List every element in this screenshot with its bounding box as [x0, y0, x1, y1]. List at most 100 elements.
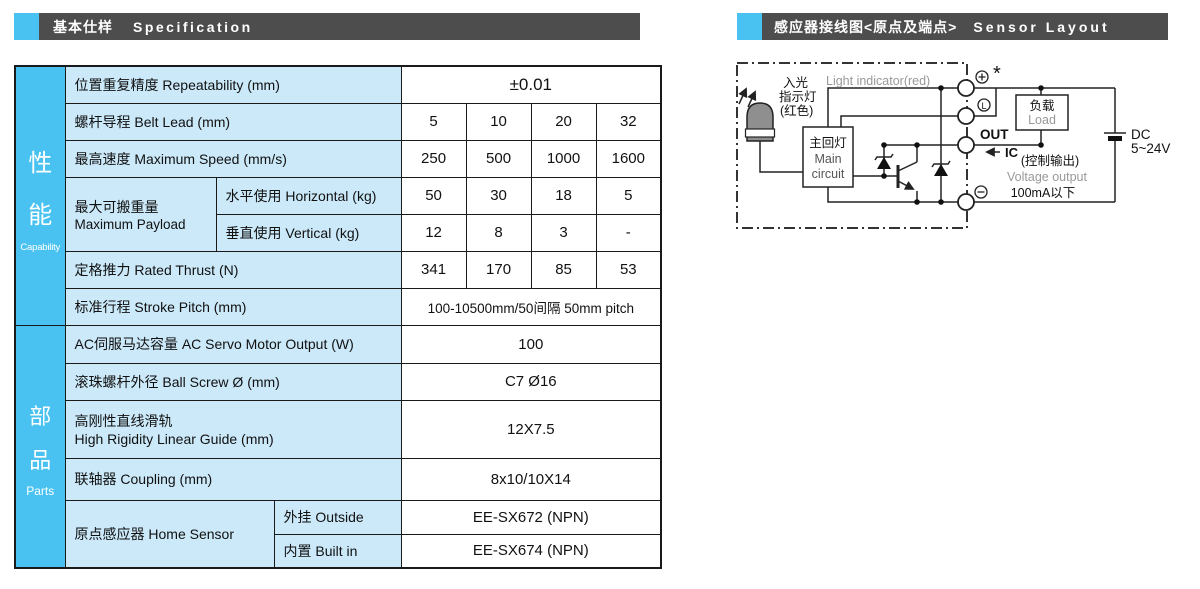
control-output-limit: 100mA以下 [1011, 186, 1076, 200]
value-payload-h-0: 50 [400, 176, 467, 215]
header-right-en: Sensor Layout [973, 18, 1110, 35]
accent-square-right [737, 13, 762, 40]
row-payload-horizontal: 最大可搬重量 Maximum Payload 水平使用 Horizontal (… [15, 176, 662, 252]
row-payload-vertical: 垂直使用 Vertical (kg) 12 8 3 - [15, 213, 662, 252]
light-indicator-zh-3: (红色) [780, 103, 813, 118]
row-linear-guide: 高刚性直线滑轨 High Rigidity Linear Guide (mm) … [15, 399, 662, 459]
label-linear-guide-zh: 高刚性直线滑轨 [74, 413, 173, 429]
row-stroke: 标准行程 Stroke Pitch (mm) 100-10500mm/50间隔 … [15, 287, 662, 326]
light-indicator-zh-1: 入光 [783, 76, 808, 90]
capability-zh-2: 能 [28, 202, 53, 230]
main-circuit-en2: circuit [812, 167, 845, 181]
label-rated-thrust: 定格推力 Rated Thrust (N) [64, 250, 402, 289]
spec-table: 性 能 Capability 位置重复精度 Repeatability (mm)… [14, 65, 663, 569]
value-max-speed-3: 1600 [595, 139, 662, 178]
control-output-en: Voltage output [1007, 170, 1087, 184]
label-sensor-builtin: 内置 Built in [273, 533, 402, 569]
parts-zh-2: 品 [29, 447, 52, 473]
header-right-zh: 感应器接线图<原点及端点> [774, 18, 958, 35]
ic-label: IC [1005, 145, 1019, 160]
capability-en: Capability [20, 242, 61, 254]
value-thrust-0: 341 [400, 250, 467, 289]
label-coupling: 联轴器 Coupling (mm) [64, 457, 402, 501]
row-sensor-builtin: 内置 Built in EE-SX674 (NPN) [15, 533, 662, 569]
load-box: 负载 Load [1015, 94, 1069, 131]
terminals [957, 79, 975, 211]
label-repeatability: 位置重复精度 Repeatability (mm) [64, 65, 402, 104]
value-coupling: 8x10/10X14 [400, 457, 662, 501]
label-linear-guide: 高刚性直线滑轨 High Rigidity Linear Guide (mm) [64, 399, 402, 459]
label-home-sensor: 原点感应器 Home Sensor [64, 499, 275, 569]
header-left-en: Specification [133, 18, 253, 35]
label-linear-guide-en: High Rigidity Linear Guide (mm) [74, 431, 274, 447]
value-belt-lead-1: 10 [465, 102, 532, 141]
light-indicator-zh-2: 指示灯 [779, 89, 817, 104]
light-indicator-en: Light indicator(red) [826, 74, 930, 88]
value-sensor-builtin: EE-SX674 (NPN) [400, 533, 662, 569]
main-circuit-box: 主回灯 Main circuit [802, 126, 854, 188]
label-ball-screw: 滚珠螺杆外径 Ball Screw Ø (mm) [64, 362, 402, 401]
value-payload-v-3: - [595, 213, 662, 252]
load-en: Load [1028, 113, 1056, 127]
value-max-speed-1: 500 [465, 139, 532, 178]
row-coupling: 联轴器 Coupling (mm) 8x10/10X14 [15, 457, 662, 501]
led-icon [744, 102, 776, 142]
value-belt-lead-0: 5 [400, 102, 467, 141]
out-label: OUT [980, 127, 1009, 142]
label-servo: AC伺服马达容量 AC Servo Motor Output (W) [64, 324, 402, 364]
value-linear-guide: 12X7.5 [400, 399, 662, 459]
asterisk-mark: * [993, 63, 1001, 85]
label-sensor-outside: 外挂 Outside [273, 499, 402, 535]
main-circuit-en1: Main [814, 152, 841, 166]
label-stroke: 标准行程 Stroke Pitch (mm) [64, 287, 402, 326]
row-servo: 部 品 Parts AC伺服马达容量 AC Servo Motor Output… [14, 324, 662, 569]
light-arrows-icon [738, 87, 757, 108]
section-header-sensor-layout: 感应器接线图<原点及端点> Sensor Layout [762, 13, 1168, 40]
value-max-speed-0: 250 [400, 139, 467, 178]
value-sensor-outside: EE-SX672 (NPN) [400, 499, 662, 535]
terminal-minus [957, 193, 975, 211]
accent-square-left [14, 13, 39, 40]
section-parts: 部 品 Parts [14, 324, 66, 569]
zener-diode-left-icon [874, 153, 894, 169]
row-repeatability: 性 能 Capability 位置重复精度 Repeatability (mm)… [14, 65, 662, 326]
value-thrust-2: 85 [530, 250, 597, 289]
row-belt-lead: 螺杆导程 Belt Lead (mm) 5 10 20 32 [15, 102, 662, 141]
minus-symbol-icon [974, 185, 988, 199]
outer-wires [974, 87, 1116, 203]
value-payload-h-3: 5 [595, 176, 662, 215]
row-max-speed: 最高速度 Maximum Speed (mm/s) 250 500 1000 1… [15, 139, 662, 178]
inner-wires [759, 87, 958, 203]
light-terminal-letter: L [981, 101, 986, 111]
zener-diode-right-icon [931, 160, 951, 176]
terminal-plus [957, 79, 975, 97]
value-payload-v-0: 12 [400, 213, 467, 252]
dc-voltage-label: 5~24V [1131, 141, 1170, 156]
value-repeatability: ±0.01 [400, 65, 662, 104]
row-sensor-outside: 原点感应器 Home Sensor 外挂 Outside EE-SX672 (N… [15, 499, 662, 569]
value-payload-v-1: 8 [465, 213, 532, 252]
value-payload-h-2: 18 [530, 176, 597, 215]
label-payload: 最大可搬重量 Maximum Payload [64, 176, 217, 252]
main-circuit-zh: 主回灯 [809, 136, 847, 150]
spec-table-wrap: 性 能 Capability 位置重复精度 Repeatability (mm)… [14, 65, 663, 569]
value-thrust-1: 170 [465, 250, 532, 289]
label-payload-en: Maximum Payload [74, 216, 186, 232]
value-stroke: 100-10500mm/50间隔 50mm pitch [400, 287, 662, 326]
value-payload-v-2: 3 [530, 213, 597, 252]
sensor-boundary-box [736, 62, 968, 229]
load-zh: 负载 [1029, 99, 1055, 113]
label-payload-horizontal: 水平使用 Horizontal (kg) [215, 176, 402, 215]
plus-symbol-icon [975, 70, 989, 84]
value-servo: 100 [400, 324, 662, 364]
value-max-speed-2: 1000 [530, 139, 597, 178]
terminal-out [957, 136, 975, 154]
label-payload-vertical: 垂直使用 Vertical (kg) [215, 213, 402, 252]
parts-zh-1: 部 [29, 403, 52, 429]
section-capability: 性 能 Capability [14, 65, 66, 326]
label-max-speed: 最高速度 Maximum Speed (mm/s) [64, 139, 402, 178]
battery-icon [1104, 132, 1126, 141]
row-rated-thrust: 定格推力 Rated Thrust (N) 341 170 85 53 [15, 250, 662, 289]
capability-zh-1: 性 [28, 150, 53, 178]
